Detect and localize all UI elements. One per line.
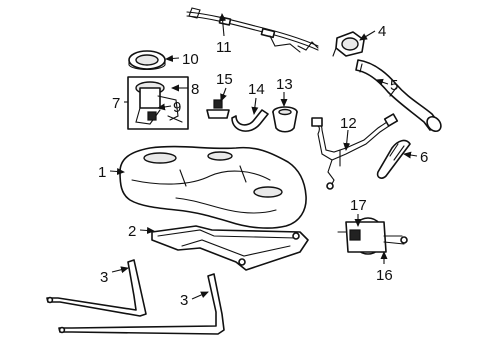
tank-strap-lower-part <box>58 273 225 335</box>
callout-14: 14 <box>248 81 265 98</box>
callout-2: 2 <box>128 223 136 240</box>
callout-11: 11 <box>216 39 232 56</box>
vent-valve-part <box>206 99 230 119</box>
evap-canister-part <box>337 217 408 255</box>
callout-15: 15 <box>216 71 233 88</box>
callout-3-lower: 3 <box>180 292 188 309</box>
callout-17: 17 <box>350 197 367 214</box>
callout-5: 5 <box>390 77 398 94</box>
fuel-cap-part <box>332 31 365 57</box>
filler-pipe-part <box>355 59 442 133</box>
fuel-tank-part <box>119 145 307 229</box>
callout-16: 16 <box>376 267 393 284</box>
callout-10: 10 <box>182 51 199 68</box>
callout-leaders <box>109 13 418 300</box>
callout-6: 6 <box>420 149 428 166</box>
seal-ring-part <box>128 50 166 71</box>
callout-4: 4 <box>378 23 386 40</box>
callout-9: 9 <box>173 99 181 116</box>
filler-hose-part <box>376 139 411 179</box>
filler-cup-part <box>272 106 298 133</box>
fuel-line-bundle-part <box>186 7 319 53</box>
tank-strap-upper-part <box>46 259 147 317</box>
callout-13: 13 <box>276 76 293 93</box>
callout-12: 12 <box>340 115 357 132</box>
callout-3-upper: 3 <box>100 269 108 286</box>
callout-1: 1 <box>98 164 106 181</box>
skid-shield-part <box>151 225 309 271</box>
callout-7: 7 <box>112 95 120 112</box>
short-hose-part <box>231 109 269 132</box>
callout-8: 8 <box>191 81 199 98</box>
vapor-line-part <box>311 113 399 190</box>
sending-unit-assembly-part <box>127 76 189 130</box>
